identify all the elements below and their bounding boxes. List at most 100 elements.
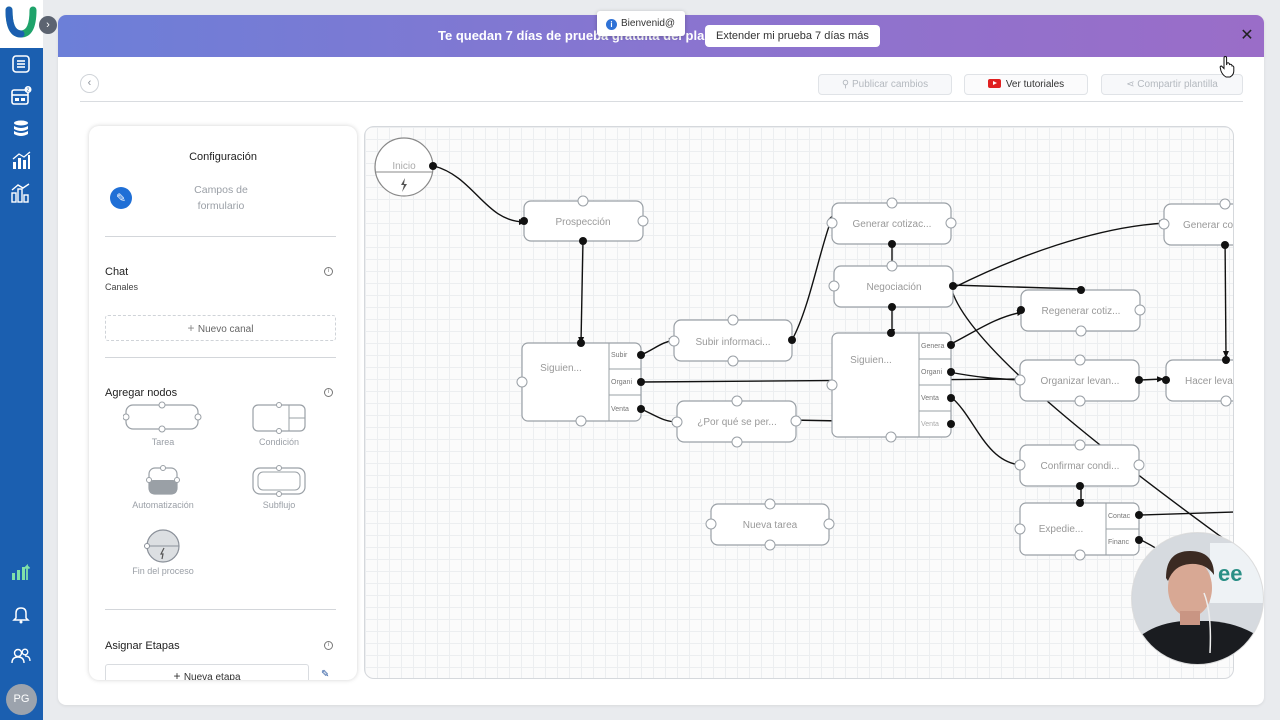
node-label: Prospección (555, 217, 610, 228)
port-label: Venta (921, 421, 939, 428)
node-subflow[interactable]: Subflujo (239, 464, 319, 510)
share-template-button[interactable]: ⋖ Compartir plantilla (1101, 74, 1243, 95)
edge (950, 284, 1082, 290)
extend-trial-button[interactable]: Extender mi prueba 7 días más (705, 25, 880, 47)
flow-node-regenerar-cotizacion[interactable]: Regenerar cotiz... (1017, 286, 1146, 337)
youtube-icon (987, 79, 1001, 88)
node-label: Subir informaci... (695, 337, 770, 348)
panel-divider (105, 357, 336, 358)
growth-icon[interactable] (10, 560, 32, 582)
node-label: Negociación (866, 282, 921, 293)
flow-node-negociacion[interactable]: Negociación (828, 260, 957, 311)
node-label: Nueva tarea (743, 520, 798, 531)
plus-icon: + (173, 669, 184, 680)
flow-node-siguiente-1[interactable]: Siguien... Subir Organi Venta (516, 339, 645, 427)
flow-diagram: Inicio Prospección Siguien... Subir Orga… (374, 137, 1234, 588)
pencil-icon[interactable]: ✎ (321, 669, 330, 680)
flow-node-start[interactable]: Inicio (374, 137, 437, 197)
flow-node-organizar-levantamiento[interactable]: Organizar levan... (1014, 354, 1143, 407)
node-label: Siguien... (540, 363, 582, 374)
chat-subtitle: Canales (105, 282, 139, 292)
port-label: Venta (921, 395, 939, 402)
start-node-label: Inicio (392, 161, 416, 172)
node-label: Generar co (1183, 220, 1233, 231)
port-label: Subir (611, 352, 628, 359)
webcam-overlay: ee (1131, 532, 1264, 665)
port-label: Genera (921, 343, 944, 350)
node-end-process[interactable]: Fin del proceso (123, 528, 203, 576)
list-icon[interactable] (10, 53, 32, 75)
info-icon: i (606, 19, 617, 30)
add-nodes-title: Agregar nodos (105, 387, 178, 399)
config-panel: Configuración ✎ Campos de formulario Cha… (89, 126, 357, 680)
main-sidebar: 2 PG (0, 0, 43, 720)
close-icon[interactable]: ✕ (1240, 27, 1254, 44)
form-fields-link[interactable]: Campos de formulario (194, 184, 248, 212)
flow-node-generar-co[interactable]: Generar co (1158, 198, 1234, 249)
plus-icon: + (187, 321, 198, 335)
brand-logo[interactable] (0, 0, 43, 48)
expand-sidebar-button[interactable]: › (39, 16, 57, 34)
flow-node-generar-cotizacion[interactable]: Generar cotizac... (826, 197, 957, 248)
chat-title: Chat (105, 266, 129, 278)
bell-icon[interactable] (10, 603, 32, 625)
node-label: ¿Por qué se per... (697, 417, 777, 428)
info-icon[interactable]: i (324, 641, 333, 650)
toolbar-divider (80, 101, 1243, 102)
automation-node-icon (146, 465, 180, 495)
new-channel-button[interactable]: + Nuevo canal (105, 315, 336, 341)
node-condition[interactable]: Condición (239, 401, 319, 447)
node-label: Hacer leva (1185, 376, 1233, 387)
edge (1139, 511, 1233, 516)
port-label: Organi (921, 369, 942, 376)
node-task-label: Tarea (151, 437, 175, 447)
panel-divider (105, 236, 336, 237)
flow-node-expediente[interactable]: Expedie... Contac Financ (1014, 499, 1143, 561)
task-node-icon (123, 401, 202, 433)
end-process-node-icon (144, 529, 180, 563)
bar-chart-icon[interactable] (10, 150, 32, 172)
edge (950, 396, 1022, 468)
edge (791, 214, 834, 341)
publish-changes-button[interactable]: ⚲ Publicar cambios (818, 74, 952, 95)
trial-banner-text: Te quedan 7 días de prueba gratuita del … (438, 28, 738, 43)
flow-node-prospeccion[interactable]: Prospección (520, 195, 649, 245)
info-icon[interactable]: i (324, 267, 333, 276)
main-card: Te quedan 7 días de prueba gratuita del … (58, 15, 1264, 705)
users-icon[interactable] (10, 645, 32, 667)
node-task[interactable]: Tarea (123, 401, 203, 447)
share-icon: ⋖ (1126, 79, 1138, 90)
board-icon[interactable]: 2 (10, 86, 32, 108)
node-label: Organizar levan... (1041, 376, 1120, 387)
brand-logo-mark (5, 6, 37, 38)
database-icon[interactable] (10, 118, 32, 140)
flow-canvas[interactable]: Inicio Prospección Siguien... Subir Orga… (364, 126, 1234, 679)
flow-node-por-que[interactable]: ¿Por qué se per... (671, 395, 802, 448)
node-automation[interactable]: Automatización (123, 464, 203, 510)
port-label: Contac (1108, 513, 1131, 520)
flow-node-subir-informacion[interactable]: Subir informaci... (668, 314, 796, 367)
user-avatar[interactable]: PG (6, 684, 37, 715)
edit-pencil-icon[interactable]: ✎ (110, 187, 132, 209)
analytics-icon[interactable] (10, 182, 32, 204)
edge (1222, 234, 1229, 358)
trial-banner: Te quedan 7 días de prueba gratuita del … (58, 15, 1264, 57)
flow-node-nueva-tarea[interactable]: Nueva tarea (705, 498, 835, 551)
condition-node-icon (252, 402, 306, 434)
flow-node-confirmar-condiciones[interactable]: Confirmar condi... (1014, 439, 1145, 490)
hand-cursor-icon (1219, 56, 1235, 78)
flow-node-siguiente-2[interactable]: Siguien... Genera Organi Venta Venta (826, 329, 955, 443)
new-stage-button[interactable]: + Nueva etapa (105, 664, 309, 680)
toast-text: Bienvenid@ (621, 18, 676, 29)
assign-stages-title: Asignar Etapas (105, 640, 180, 652)
back-button[interactable]: ‹ (80, 74, 99, 93)
flow-node-hacer-levantamiento[interactable]: Hacer leva (1162, 356, 1234, 407)
view-tutorials-button[interactable]: Ver tutoriales (964, 74, 1088, 95)
node-label: Siguien... (850, 355, 892, 366)
board-badge: 2 (27, 88, 30, 94)
rocket-icon: ⚲ (841, 79, 852, 90)
svg-text:ee: ee (1218, 561, 1242, 586)
info-icon[interactable]: i (324, 388, 333, 397)
subflow-node-icon (252, 465, 306, 497)
node-label: Regenerar cotiz... (1042, 306, 1121, 317)
